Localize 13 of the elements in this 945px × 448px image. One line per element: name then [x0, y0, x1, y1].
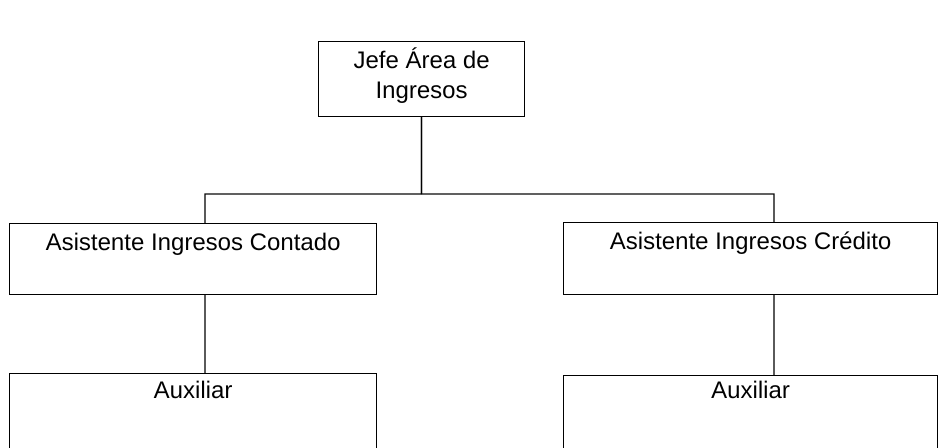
role-title: Auxiliar — [711, 376, 790, 406]
connector-line — [420, 117, 775, 222]
connector-line — [204, 295, 206, 373]
org-box — [563, 375, 938, 448]
org-box — [9, 373, 377, 448]
role-title: Asistente Ingresos Contado — [46, 228, 340, 258]
role-title: Jefe Área de Ingresos — [352, 46, 491, 106]
connector-line — [773, 295, 775, 375]
role-title: Auxiliar — [154, 376, 232, 406]
org-box — [563, 222, 938, 295]
role-title: Asistente Ingresos Crédito — [610, 227, 892, 257]
org-box — [9, 223, 377, 295]
org-box — [318, 41, 525, 117]
